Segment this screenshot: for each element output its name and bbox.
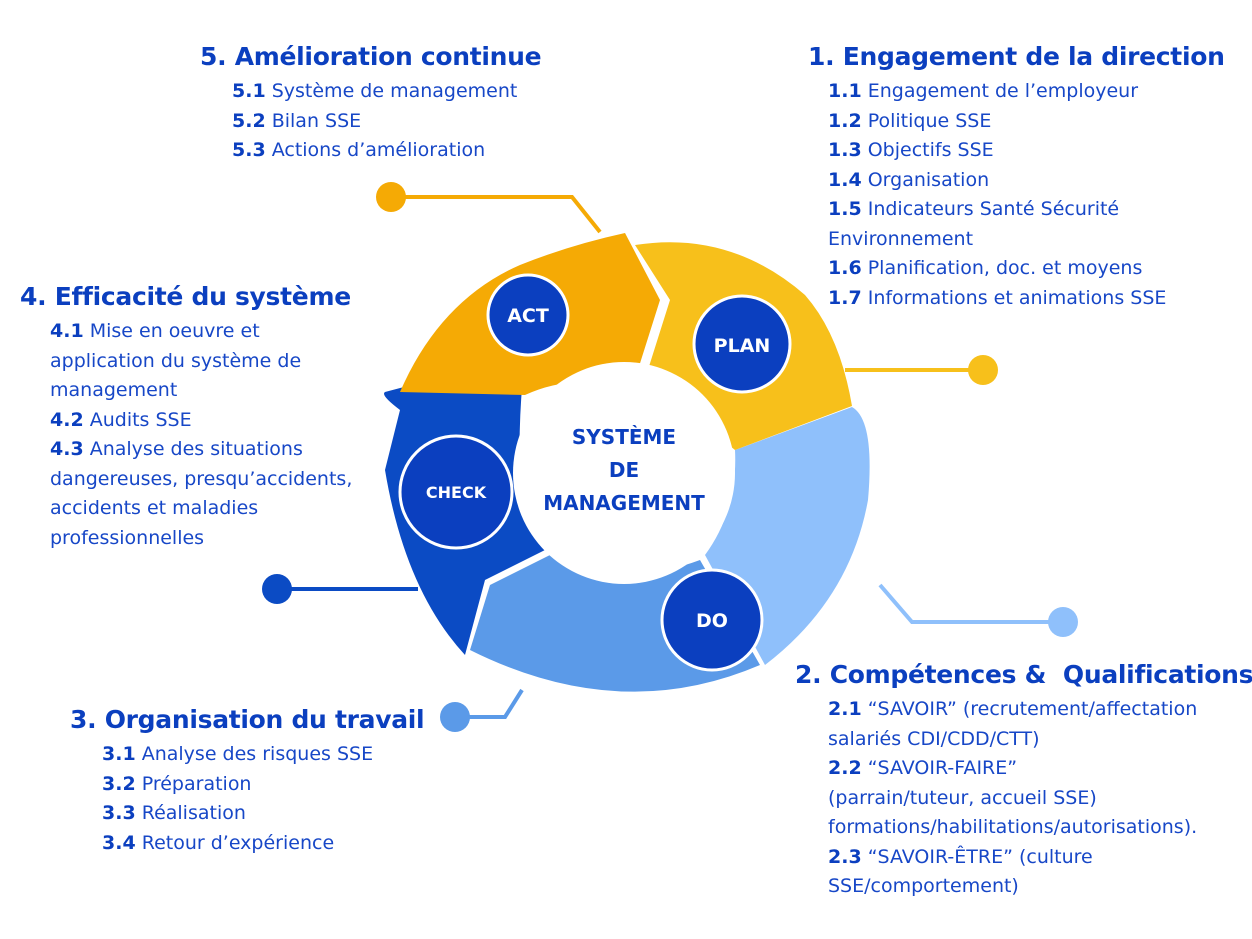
section-4-items: 4.1 Mise en oeuvre et application du sys… xyxy=(50,317,365,553)
section-engagement: 1. Engagement de la direction 1.1 Engage… xyxy=(808,42,1228,313)
section-efficacite: 4. Efficacité du système 4.1 Mise en oeu… xyxy=(20,282,365,553)
endpoint-dots xyxy=(262,182,1078,732)
section-amelioration: 5. Amélioration continue 5.1 Système de … xyxy=(200,42,560,166)
list-item: 1.5 Indicateurs Santé Sécurité Environne… xyxy=(828,198,1120,250)
do-label: DO xyxy=(696,610,728,632)
list-item: 4.3 Analyse des situations dangereuses, … xyxy=(50,438,353,549)
center-title: SYSTÈME DE MANAGEMENT xyxy=(543,425,705,515)
dot-check xyxy=(262,574,292,604)
act-label: ACT xyxy=(507,305,549,327)
list-item: 3.4 Retour d’expérience xyxy=(102,831,335,854)
section-4-title: 4. Efficacité du système xyxy=(20,282,351,311)
list-item: 1.2 Politique SSE xyxy=(828,109,992,132)
section-competences: 2. Compétences & Qualifications 2.1 “SAV… xyxy=(795,660,1252,902)
list-item: 4.1 Mise en oeuvre et application du sys… xyxy=(50,320,302,401)
list-item: 3.1 Analyse des risques SSE xyxy=(102,743,374,765)
section-5-title: 5. Amélioration continue xyxy=(200,42,542,71)
list-item: 3.3 Réalisation xyxy=(102,802,246,824)
list-item: 5.2 Bilan SSE xyxy=(232,109,362,132)
act-circle xyxy=(486,273,570,357)
connector-do xyxy=(878,583,1062,624)
connector-act xyxy=(391,195,602,234)
check-circle xyxy=(398,434,514,550)
section-1-items: 1.1 Engagement de l’employeur 1.2 Politi… xyxy=(828,77,1208,313)
list-item: 5.3 Actions d’amélioration xyxy=(232,139,486,161)
plan-circle xyxy=(692,294,792,394)
connectors xyxy=(277,195,1062,719)
list-item: 1.1 Engagement de l’employeur xyxy=(828,80,1139,102)
center-line-1: SYSTÈME xyxy=(572,425,676,449)
list-item: 2.1 “SAVOIR” (recrutement/affectation sa… xyxy=(828,698,1198,750)
do-circle xyxy=(660,568,764,672)
section-organisation: 3. Organisation du travail 3.1 Analyse d… xyxy=(70,705,425,858)
dot-org xyxy=(440,702,470,732)
phase-circles: ACT PLAN CHECK DO xyxy=(398,273,792,672)
list-item: 3.2 Préparation xyxy=(102,772,252,795)
center-line-3: MANAGEMENT xyxy=(543,491,705,515)
section-3-items: 3.1 Analyse des risques SSE 3.2 Préparat… xyxy=(102,740,420,858)
section-2-items: 2.1 “SAVOIR” (recrutement/affectation sa… xyxy=(828,695,1233,902)
dot-act xyxy=(376,182,406,212)
list-item: 5.1 Système de management xyxy=(232,80,518,102)
dot-do xyxy=(1048,607,1078,637)
list-item: 1.3 Objectifs SSE xyxy=(828,139,994,161)
list-item: 2.3 “SAVOIR-ÊTRE” (culture SSE/comportem… xyxy=(828,845,1093,898)
center-line-2: DE xyxy=(609,458,639,482)
section-2-title: 2. Compétences & Qualifications xyxy=(795,660,1252,689)
section-5-items: 5.1 Système de management 5.2 Bilan SSE … xyxy=(232,77,560,166)
check-label: CHECK xyxy=(426,483,487,502)
list-item: 1.6 Planification, doc. et moyens xyxy=(828,257,1143,279)
dot-plan xyxy=(968,355,998,385)
center-hole xyxy=(513,362,735,584)
plan-label: PLAN xyxy=(714,335,771,357)
section-1-title: 1. Engagement de la direction xyxy=(808,42,1225,71)
connector-org xyxy=(455,688,524,719)
section-3-title: 3. Organisation du travail xyxy=(70,705,425,734)
list-item: 1.4 Organisation xyxy=(828,168,990,191)
list-item: 2.2 “SAVOIR-FAIRE” (parrain/tuteur, accu… xyxy=(828,757,1198,838)
list-item: 4.2 Audits SSE xyxy=(50,408,192,431)
list-item: 1.7 Informations et animations SSE xyxy=(828,286,1167,309)
